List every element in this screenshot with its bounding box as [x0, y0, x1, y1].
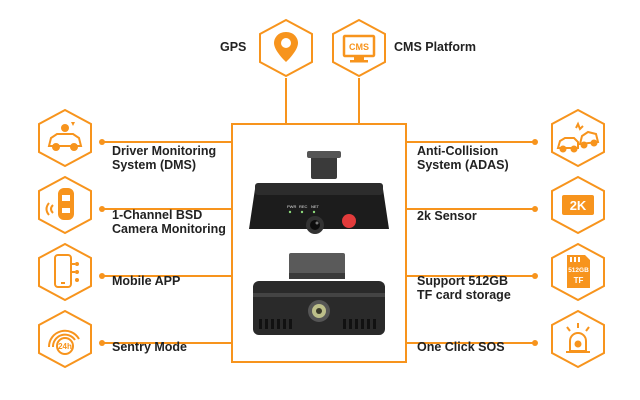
sos-alarm-icon: [566, 323, 590, 353]
car-collision-icon: [556, 121, 600, 153]
led-pwr-label: PWR: [287, 204, 296, 209]
app-hexagon: [38, 242, 92, 302]
storage-icon-text2: TF: [574, 276, 584, 285]
cms-hexagon: CMS: [332, 18, 386, 78]
dashcam-back-view: [253, 253, 385, 335]
led-rec-label: REC: [299, 204, 308, 209]
storage-label: Support 512GB TF card storage: [417, 274, 511, 302]
map-pin-icon: [274, 32, 298, 62]
dms-label: Driver Monitoring System (DMS): [112, 144, 216, 172]
smartphone-app-icon: [54, 254, 79, 288]
bsd-label: 1-Channel BSD Camera Monitoring: [112, 208, 226, 236]
cms-monitor-icon: CMS: [342, 34, 376, 63]
2k-badge-icon: 2K: [562, 195, 594, 215]
driver-monitoring-car-icon: [47, 122, 83, 151]
adas-label-line1: Anti-Collision: [417, 144, 499, 158]
sentry-24h-icon: 24h: [47, 329, 80, 355]
dashcam-front-view: PWR REC NET: [249, 151, 389, 234]
adas-label-line2: System (ADAS): [417, 158, 509, 172]
dms-label-line2: System (DMS): [112, 158, 197, 172]
storage-hexagon: 512GB TF: [551, 242, 605, 302]
storage-label-line2: TF card storage: [417, 288, 511, 302]
gps-label: GPS: [220, 40, 247, 54]
bsd-hexagon: [38, 175, 92, 235]
product-frame: PWR REC NET: [231, 123, 407, 363]
adas-hexagon: [551, 108, 605, 168]
blind-spot-car-icon: [45, 188, 74, 220]
sensor-hexagon: 2K: [551, 175, 605, 235]
cms-icon-text: CMS: [349, 42, 369, 52]
sentry-icon-text: 24h: [58, 342, 72, 351]
dms-hexagon: [38, 108, 92, 168]
sos-hexagon: [551, 309, 605, 369]
bsd-label-line2: Camera Monitoring: [112, 222, 226, 236]
storage-label-line1: Support 512GB: [417, 274, 508, 288]
storage-icon-text1: 512GB: [568, 267, 589, 274]
sensor-icon-text: 2K: [570, 198, 587, 213]
sos-label: One Click SOS: [417, 340, 505, 354]
adas-label: Anti-Collision System (ADAS): [417, 144, 509, 172]
sensor-label: 2k Sensor: [417, 209, 477, 223]
sentry-label: Sentry Mode: [112, 340, 188, 354]
dms-label-line1: Driver Monitoring: [112, 144, 217, 158]
sentry-hexagon: 24h: [38, 309, 92, 369]
bsd-label-line1: 1-Channel BSD: [112, 208, 203, 222]
cms-label: CMS Platform: [394, 40, 476, 54]
dashcam-product-image: PWR REC NET: [249, 151, 389, 335]
sd-card-icon: 512GB TF: [567, 255, 590, 288]
app-label: Mobile APP: [112, 274, 181, 288]
gps-hexagon: [259, 18, 313, 78]
led-net-label: NET: [311, 204, 320, 209]
